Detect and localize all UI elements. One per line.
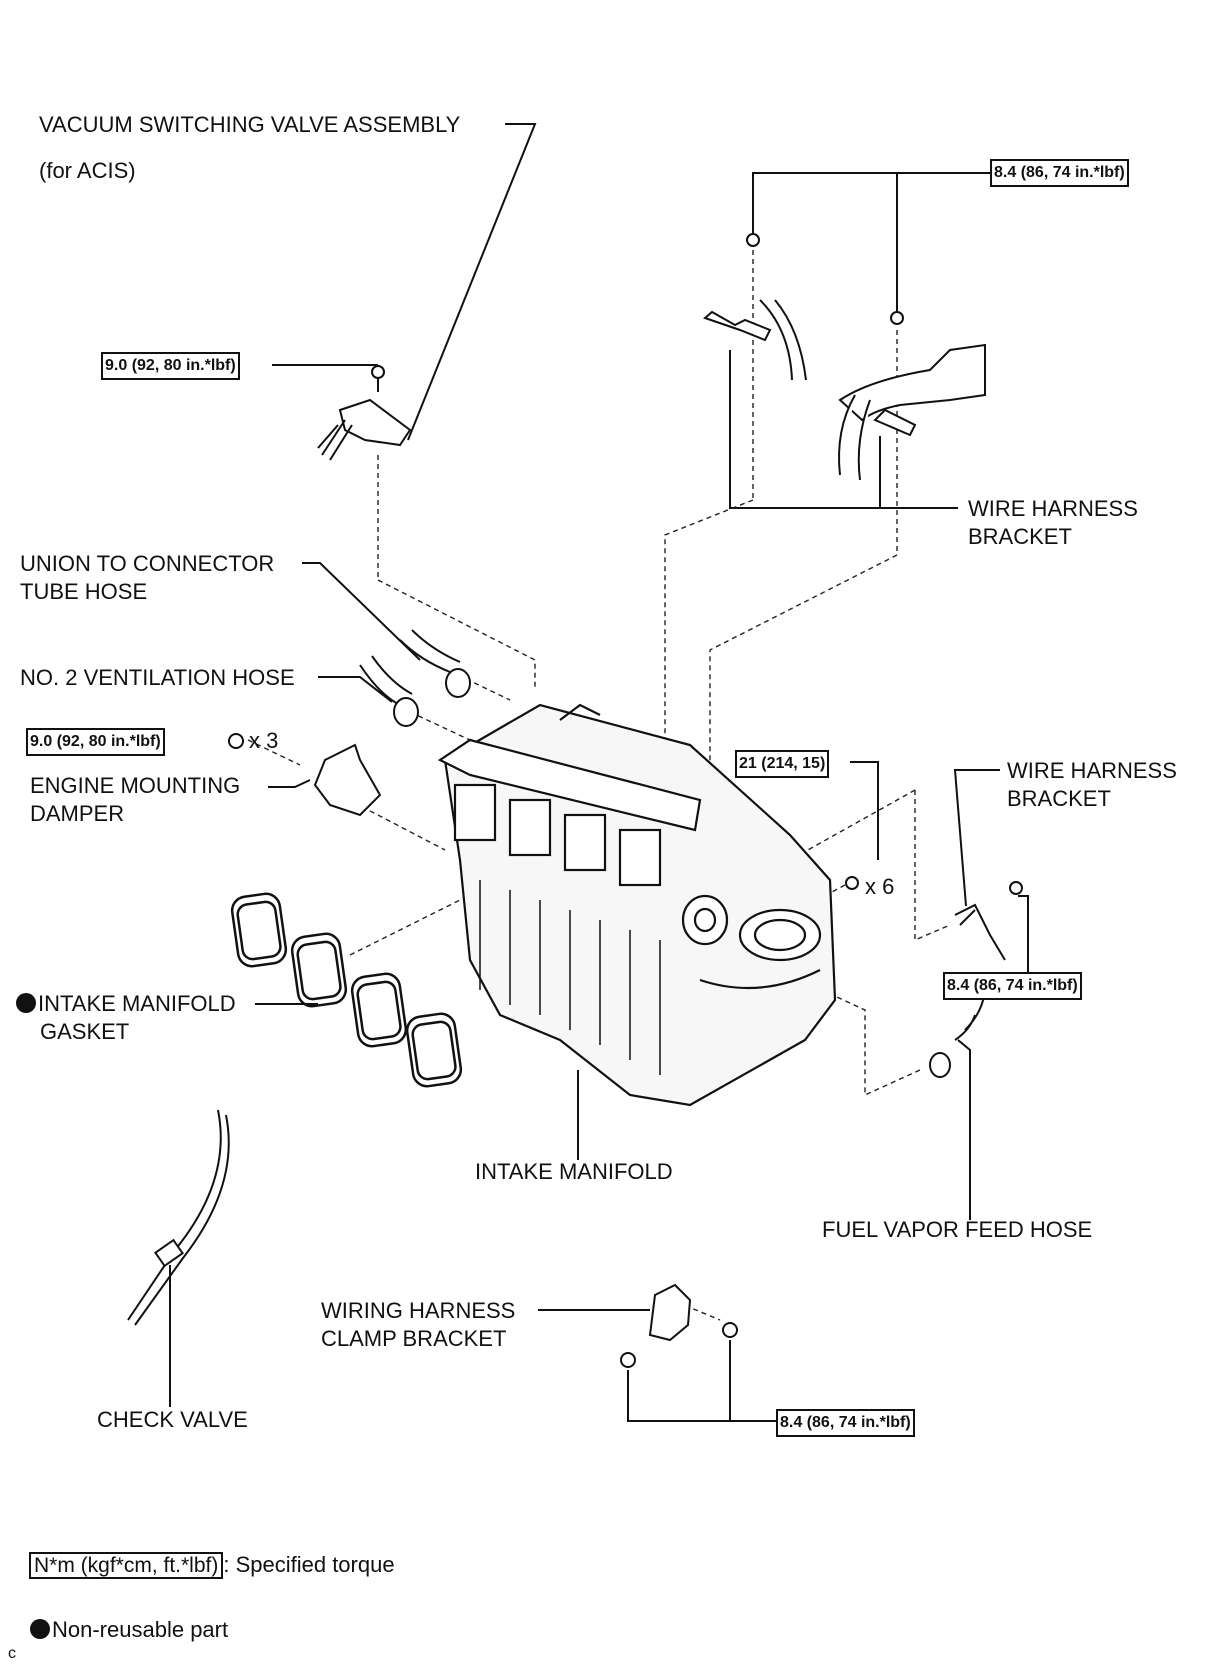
legend-nonreusable: Non-reusable part	[30, 1616, 228, 1644]
wire-harness-bracket-right-line2: BRACKET	[1007, 786, 1111, 811]
leader-lines	[169, 123, 1029, 1422]
ventilation-hoses	[359, 629, 471, 727]
engine-damper-label-line1: ENGINE MOUNTING	[30, 773, 241, 798]
union-hose-label-line2: TUBE HOSE	[20, 579, 148, 604]
vsv-label-line2: (for ACIS)	[39, 158, 136, 183]
legend-torque-text: : Specified torque	[223, 1552, 395, 1577]
dashed-assembly-lines	[247, 250, 951, 1321]
check-valve-label: CHECK VALVE	[97, 1407, 248, 1432]
wire-harness-bracket-top-line2: BRACKET	[968, 524, 1072, 549]
wire-harness-bracket-top-parts	[703, 233, 986, 481]
gasket-label-text: INTAKE MANIFOLD	[38, 991, 236, 1016]
wire-harness-bracket-top-line1: WIRE HARNESS	[968, 496, 1138, 521]
vacuum-switching-valve-part	[317, 365, 412, 461]
check-valve-part	[127, 1109, 230, 1326]
manifold-bolt-count: x 6	[865, 874, 895, 899]
engine-damper-label-line2: DAMPER	[30, 801, 125, 826]
torque-vsv: 9.0 (92, 80 in.*lbf)	[101, 352, 240, 380]
torque-right-bracket: 8.4 (86, 74 in.*lbf)	[943, 972, 1082, 1000]
union-hose-label-line1: UNION TO CONNECTOR	[20, 551, 275, 576]
non-reusable-legend-icon	[30, 1619, 50, 1639]
fuel-vapor-feed-hose-label: FUEL VAPOR FEED HOSE	[822, 1217, 1093, 1242]
vsv-label-line1: VACUUM SWITCHING VALVE ASSEMBLY	[39, 112, 461, 137]
damper-bolt-count: x 3	[249, 728, 279, 753]
clamp-bracket-label-line2: CLAMP BRACKET	[321, 1326, 507, 1351]
non-reusable-icon	[16, 993, 36, 1013]
wire-harness-bracket-right-line1: WIRE HARNESS	[1007, 758, 1177, 783]
gasket-label-line2: GASKET	[40, 1019, 130, 1044]
intake-manifold-part	[437, 703, 837, 1107]
clamp-bracket-label-line1: WIRING HARNESS	[321, 1298, 516, 1323]
gasket-label-line1: INTAKE MANIFOLD	[16, 990, 236, 1018]
torque-manifold: 21 (214, 15)	[735, 750, 830, 778]
torque-clamp: 8.4 (86, 74 in.*lbf)	[776, 1409, 915, 1437]
torque-top-right: 8.4 (86, 74 in.*lbf)	[990, 159, 1129, 187]
no2-ventilation-hose-label: NO. 2 VENTILATION HOSE	[20, 665, 295, 690]
torque-damper: 9.0 (92, 80 in.*lbf)	[26, 728, 165, 756]
corner-mark: c	[8, 1645, 16, 1662]
wiring-harness-clamp-bracket-part	[620, 1283, 738, 1368]
legend-torque: N*m (kgf*cm, ft.*lbf): Specified torque	[29, 1551, 395, 1579]
legend-torque-box: N*m (kgf*cm, ft.*lbf)	[29, 1552, 224, 1579]
intake-manifold-gasket-part	[230, 892, 463, 1088]
intake-manifold-label: INTAKE MANIFOLD	[475, 1159, 673, 1184]
engine-mounting-damper-part	[228, 733, 382, 817]
legend-nonreusable-text: Non-reusable part	[52, 1617, 229, 1642]
